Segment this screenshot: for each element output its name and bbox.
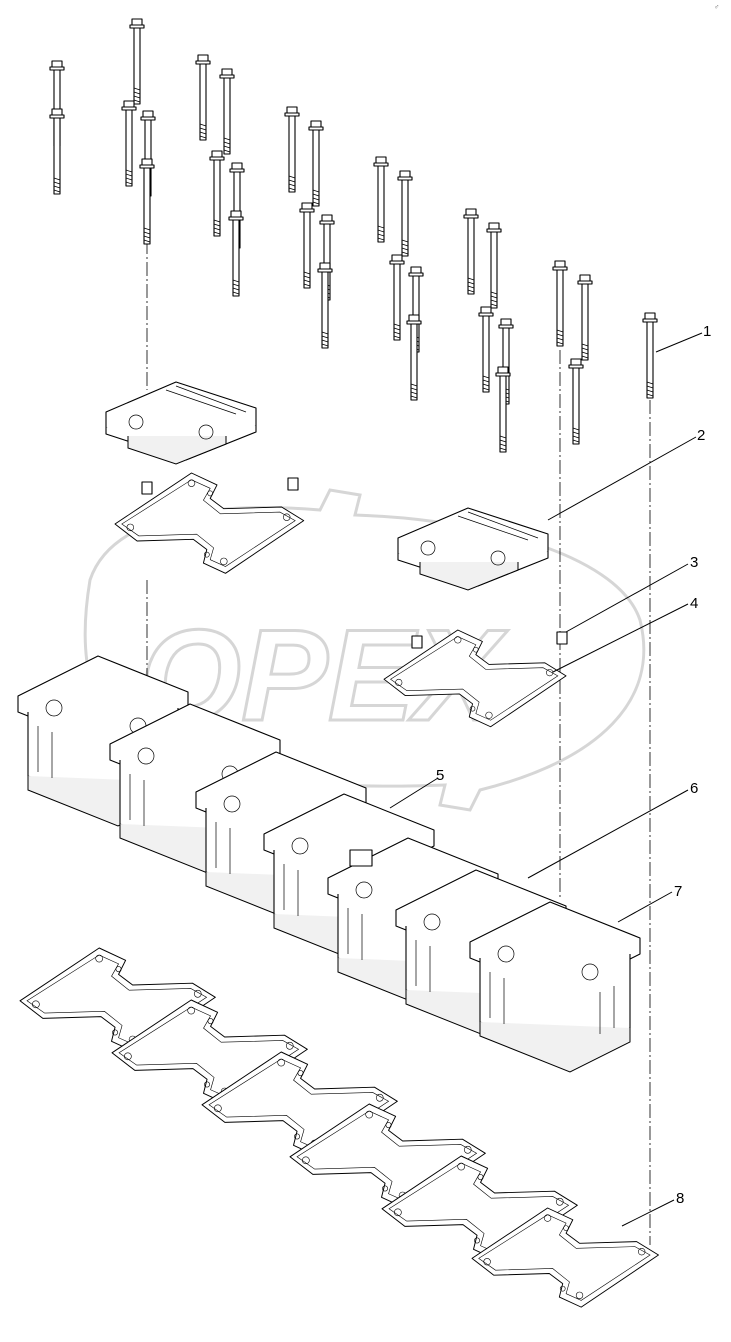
callout-5: 5 — [436, 767, 444, 784]
callout-3: 3 — [690, 554, 698, 571]
spacers — [141, 477, 568, 649]
spacer-item-3 — [556, 631, 568, 645]
callout-7: 7 — [674, 883, 682, 900]
bolt-set — [49, 18, 658, 453]
callout-6: 6 — [690, 780, 698, 797]
callout-8: 8 — [676, 1190, 684, 1207]
callout-2: 2 — [697, 427, 705, 444]
corner-mark: ♂ — [714, 4, 719, 11]
bolt-item-1 — [642, 312, 658, 399]
housing-assembly — [17, 655, 641, 1073]
callout-4: 4 — [690, 595, 698, 612]
leader-lines — [389, 332, 703, 1227]
upper-cover-left — [105, 381, 257, 465]
clip-item-5 — [349, 849, 373, 867]
callout-labels: 1 2 3 4 5 6 7 8 — [436, 323, 711, 1207]
callout-1: 1 — [703, 323, 711, 340]
